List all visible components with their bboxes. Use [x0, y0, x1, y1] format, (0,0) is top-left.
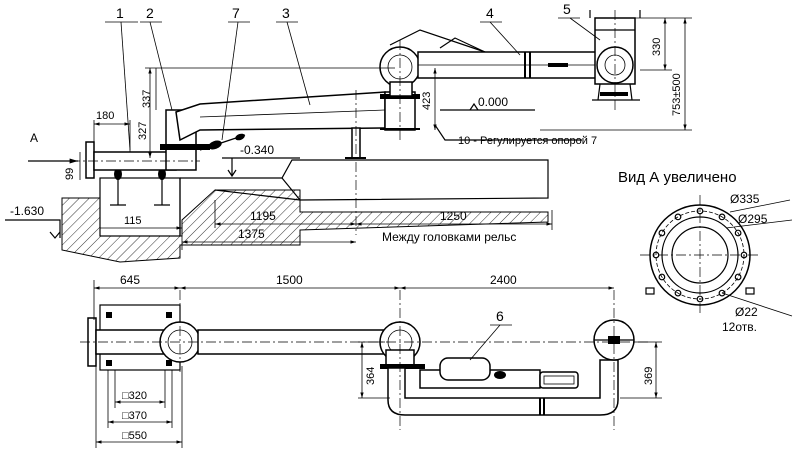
dim-2400: 2400: [490, 273, 517, 287]
dim-1500: 1500: [276, 273, 303, 287]
dim-327: 327: [137, 122, 149, 140]
dim-sq320: □320: [122, 390, 147, 402]
dim-115: 115: [124, 215, 142, 227]
elevation-view: A 180 99 327 337 423 0.000 10 - Регулиру…: [5, 1, 692, 263]
flange-d295: Ø295: [738, 212, 768, 226]
dim-337: 337: [141, 90, 153, 108]
dim-645: 645: [120, 273, 140, 287]
callouts-top: 1 2 7 3 4 5: [105, 1, 601, 151]
svg-text:2: 2: [146, 5, 154, 21]
dim-1375: 1375: [238, 227, 265, 241]
dim-364: 364: [365, 367, 377, 385]
arrow-label: A: [30, 131, 38, 145]
flange-d335: Ø335: [730, 192, 760, 206]
svg-text:6: 6: [496, 308, 504, 324]
note-10: 10 - Регулируется опорой 7: [458, 135, 597, 147]
svg-text:5: 5: [563, 1, 571, 17]
svg-text:4: 4: [486, 5, 494, 21]
plan-view: 645 1500 2400 364 369 □320 □370 □550 6: [80, 273, 662, 448]
rail-note: Между головками рельс: [382, 230, 516, 244]
cylinder-6: [439, 357, 491, 381]
dim-369: 369: [643, 367, 655, 385]
dim-423: 423: [421, 92, 433, 110]
svg-text:1: 1: [116, 5, 124, 21]
svg-text:3: 3: [282, 5, 290, 21]
elev-0340: -0.340: [240, 143, 274, 157]
flange-d22: Ø22: [735, 305, 758, 319]
dim-sq370: □370: [122, 410, 147, 422]
svg-text:7: 7: [232, 5, 240, 21]
flange-bolt-holes: [652, 207, 748, 303]
dim-1195: 1195: [250, 209, 276, 223]
flange-holes: 12отв.: [722, 320, 757, 334]
dim-sq550: □550: [122, 430, 147, 442]
dim-330: 330: [651, 38, 663, 56]
elev-zero: 0.000: [478, 95, 508, 109]
dim-99: 99: [64, 168, 76, 180]
elev-1630: -1.630: [10, 204, 44, 218]
dim-753: 753±500: [671, 73, 683, 116]
pit: [99, 177, 181, 237]
flange-view-a: Вид А увеличено Ø335 Ø295 Ø22 12отв.: [618, 169, 793, 334]
inlet-flange: [85, 141, 95, 179]
dim-1250: 1250: [440, 209, 467, 223]
view-a-title: Вид А увеличено: [618, 169, 737, 186]
dim-180: 180: [96, 110, 114, 122]
